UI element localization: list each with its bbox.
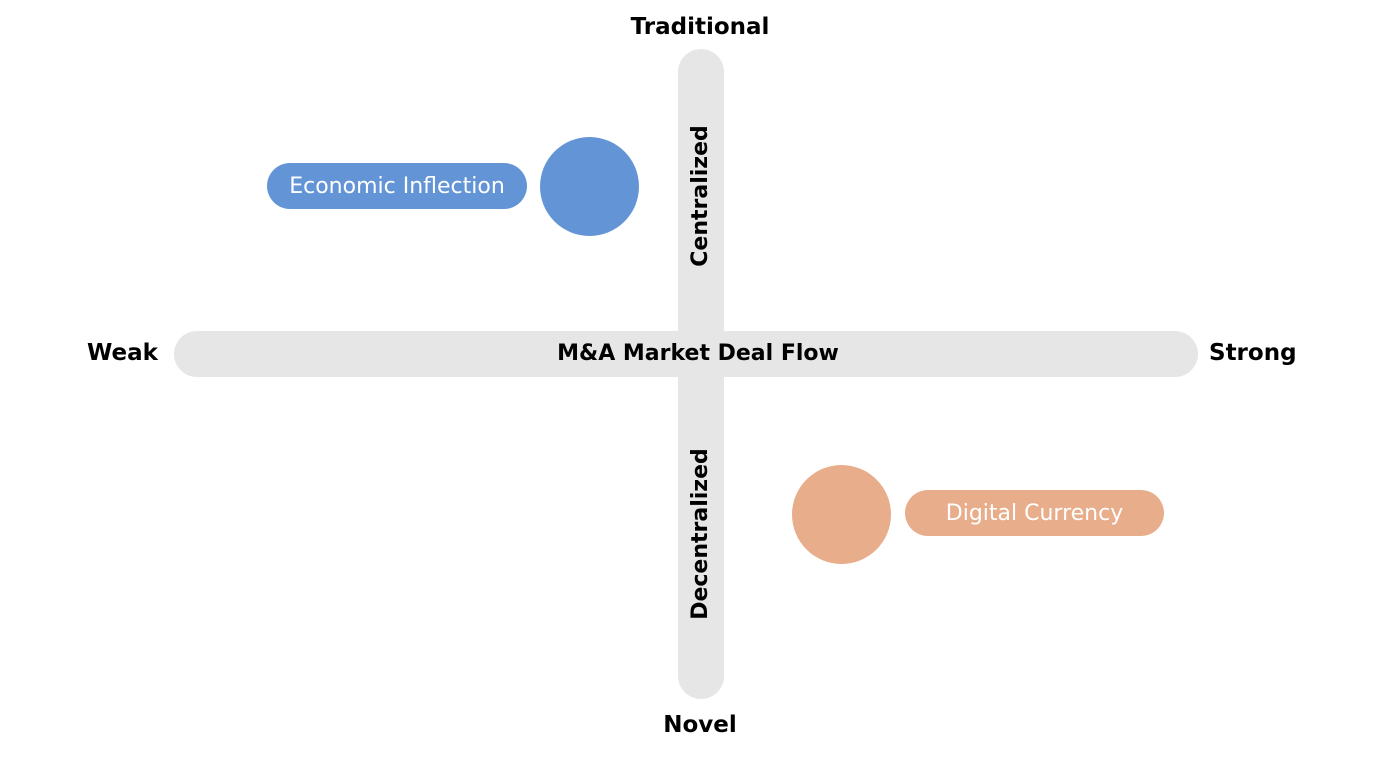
vertical-axis-upper-label: Centralized	[688, 125, 713, 267]
axis-label-right: Strong	[1209, 340, 1297, 366]
digital-currency-text: Digital Currency	[945, 500, 1124, 526]
digital-currency-marker	[792, 465, 891, 564]
axis-label-bottom: Novel	[663, 712, 737, 738]
axis-label-left: Weak	[87, 340, 158, 366]
digital-currency-label: Digital Currency	[905, 490, 1164, 536]
horizontal-axis-title: M&A Market Deal Flow	[557, 341, 839, 366]
vertical-axis-bar	[678, 49, 724, 699]
economic-inflection-marker	[540, 137, 639, 236]
vertical-axis-lower-label: Decentralized	[688, 448, 713, 620]
axis-label-top: Traditional	[630, 14, 770, 40]
economic-inflection-label: Economic Inflection	[267, 163, 527, 209]
economic-inflection-text: Economic Inflection	[289, 173, 505, 199]
